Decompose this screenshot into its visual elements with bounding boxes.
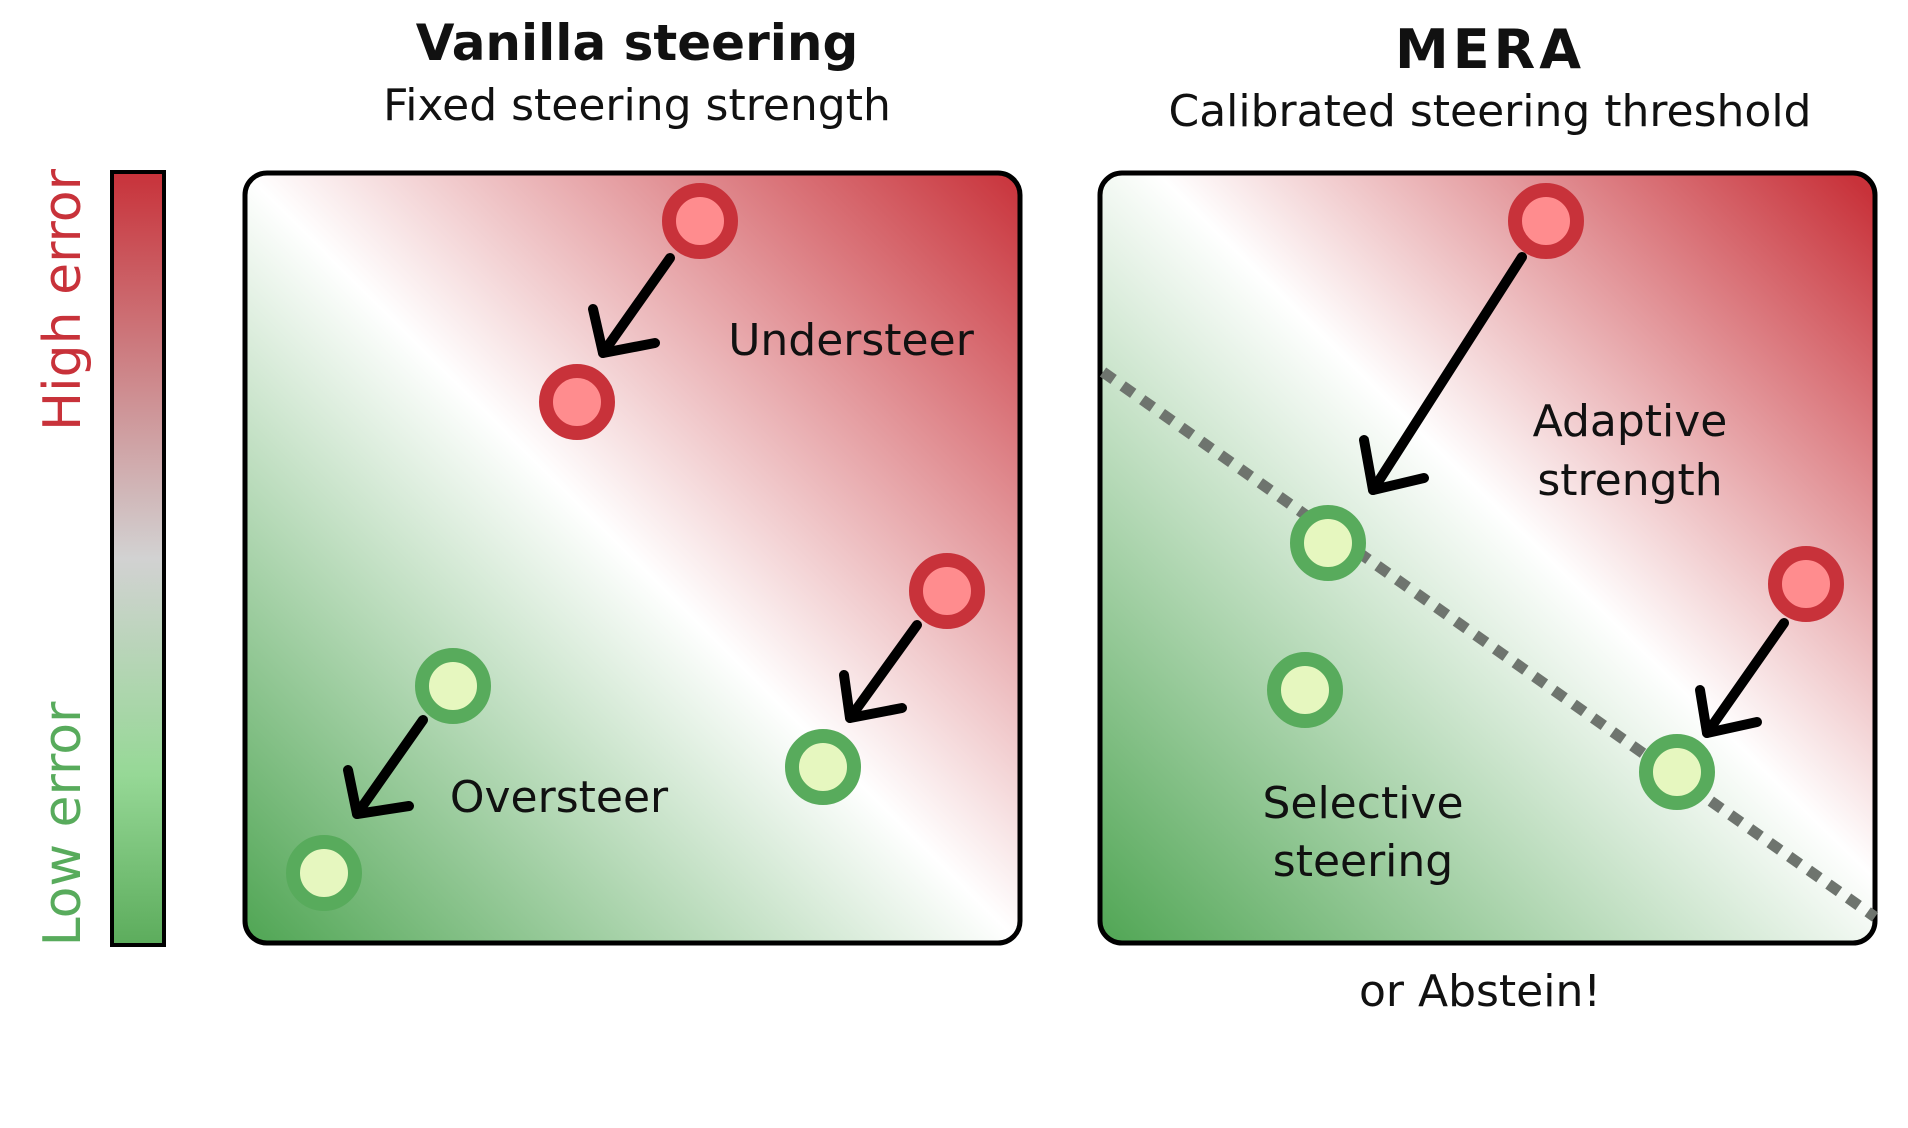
mera-panel-title: MERA [1395, 18, 1585, 81]
vanilla-red-point-start-1 [662, 183, 738, 259]
vanilla-arrows [343, 253, 922, 819]
mera-arrows [1359, 252, 1789, 738]
understeer-label: Understeer [728, 315, 974, 366]
vanilla-points [286, 183, 985, 911]
vanilla-green-point-end-2 [785, 729, 861, 805]
oversteer-label: Oversteer [450, 772, 669, 823]
vanilla-plot-area [242, 170, 1023, 946]
error-scale: High error Low error [33, 168, 166, 947]
vanilla-green-point-end-3 [286, 835, 362, 911]
mera-green-point-abstain [1267, 652, 1343, 728]
mera-panel-subtitle: Calibrated steering threshold [1168, 86, 1811, 137]
vanilla-panel-title: Vanilla steering [416, 14, 859, 72]
high-error-label: High error [33, 168, 93, 431]
adaptive-label-line2: strength [1537, 455, 1722, 506]
mera-points [1267, 183, 1844, 810]
mera-plot-area [1097, 170, 1878, 946]
adaptive-strength-arrow [1359, 252, 1527, 495]
mera-red-point-start-2 [1768, 546, 1844, 622]
vanilla-panel-subtitle: Fixed steering strength [383, 80, 891, 131]
mera-green-point-end-2 [1639, 734, 1715, 810]
mera-green-point-end-1 [1290, 505, 1366, 581]
understeer-arrow [588, 253, 675, 358]
vanilla-red-point-end-1 [539, 364, 615, 440]
vanilla-green-point-start-3 [415, 648, 491, 724]
selective-label-line1: Selective [1262, 778, 1463, 829]
mera-red-point-start-1 [1508, 183, 1584, 259]
abstain-footer: or Abstein! [1359, 966, 1601, 1017]
oversteer-arrow [343, 715, 428, 819]
error-scale-bar [110, 170, 166, 947]
selective-label-line2: steering [1273, 836, 1453, 887]
small-correction-arrow [1695, 618, 1789, 738]
low-error-label: Low error [33, 701, 93, 946]
correct-steer-arrow [839, 620, 922, 723]
mera-panel: MERA Calibrated steering threshold Adapt… [1097, 18, 1879, 1017]
adaptive-label-line1: Adaptive [1533, 396, 1728, 447]
vanilla-red-point-start-2 [909, 553, 985, 629]
vanilla-panel: Vanilla steering Fixed steering strength [242, 14, 1023, 946]
